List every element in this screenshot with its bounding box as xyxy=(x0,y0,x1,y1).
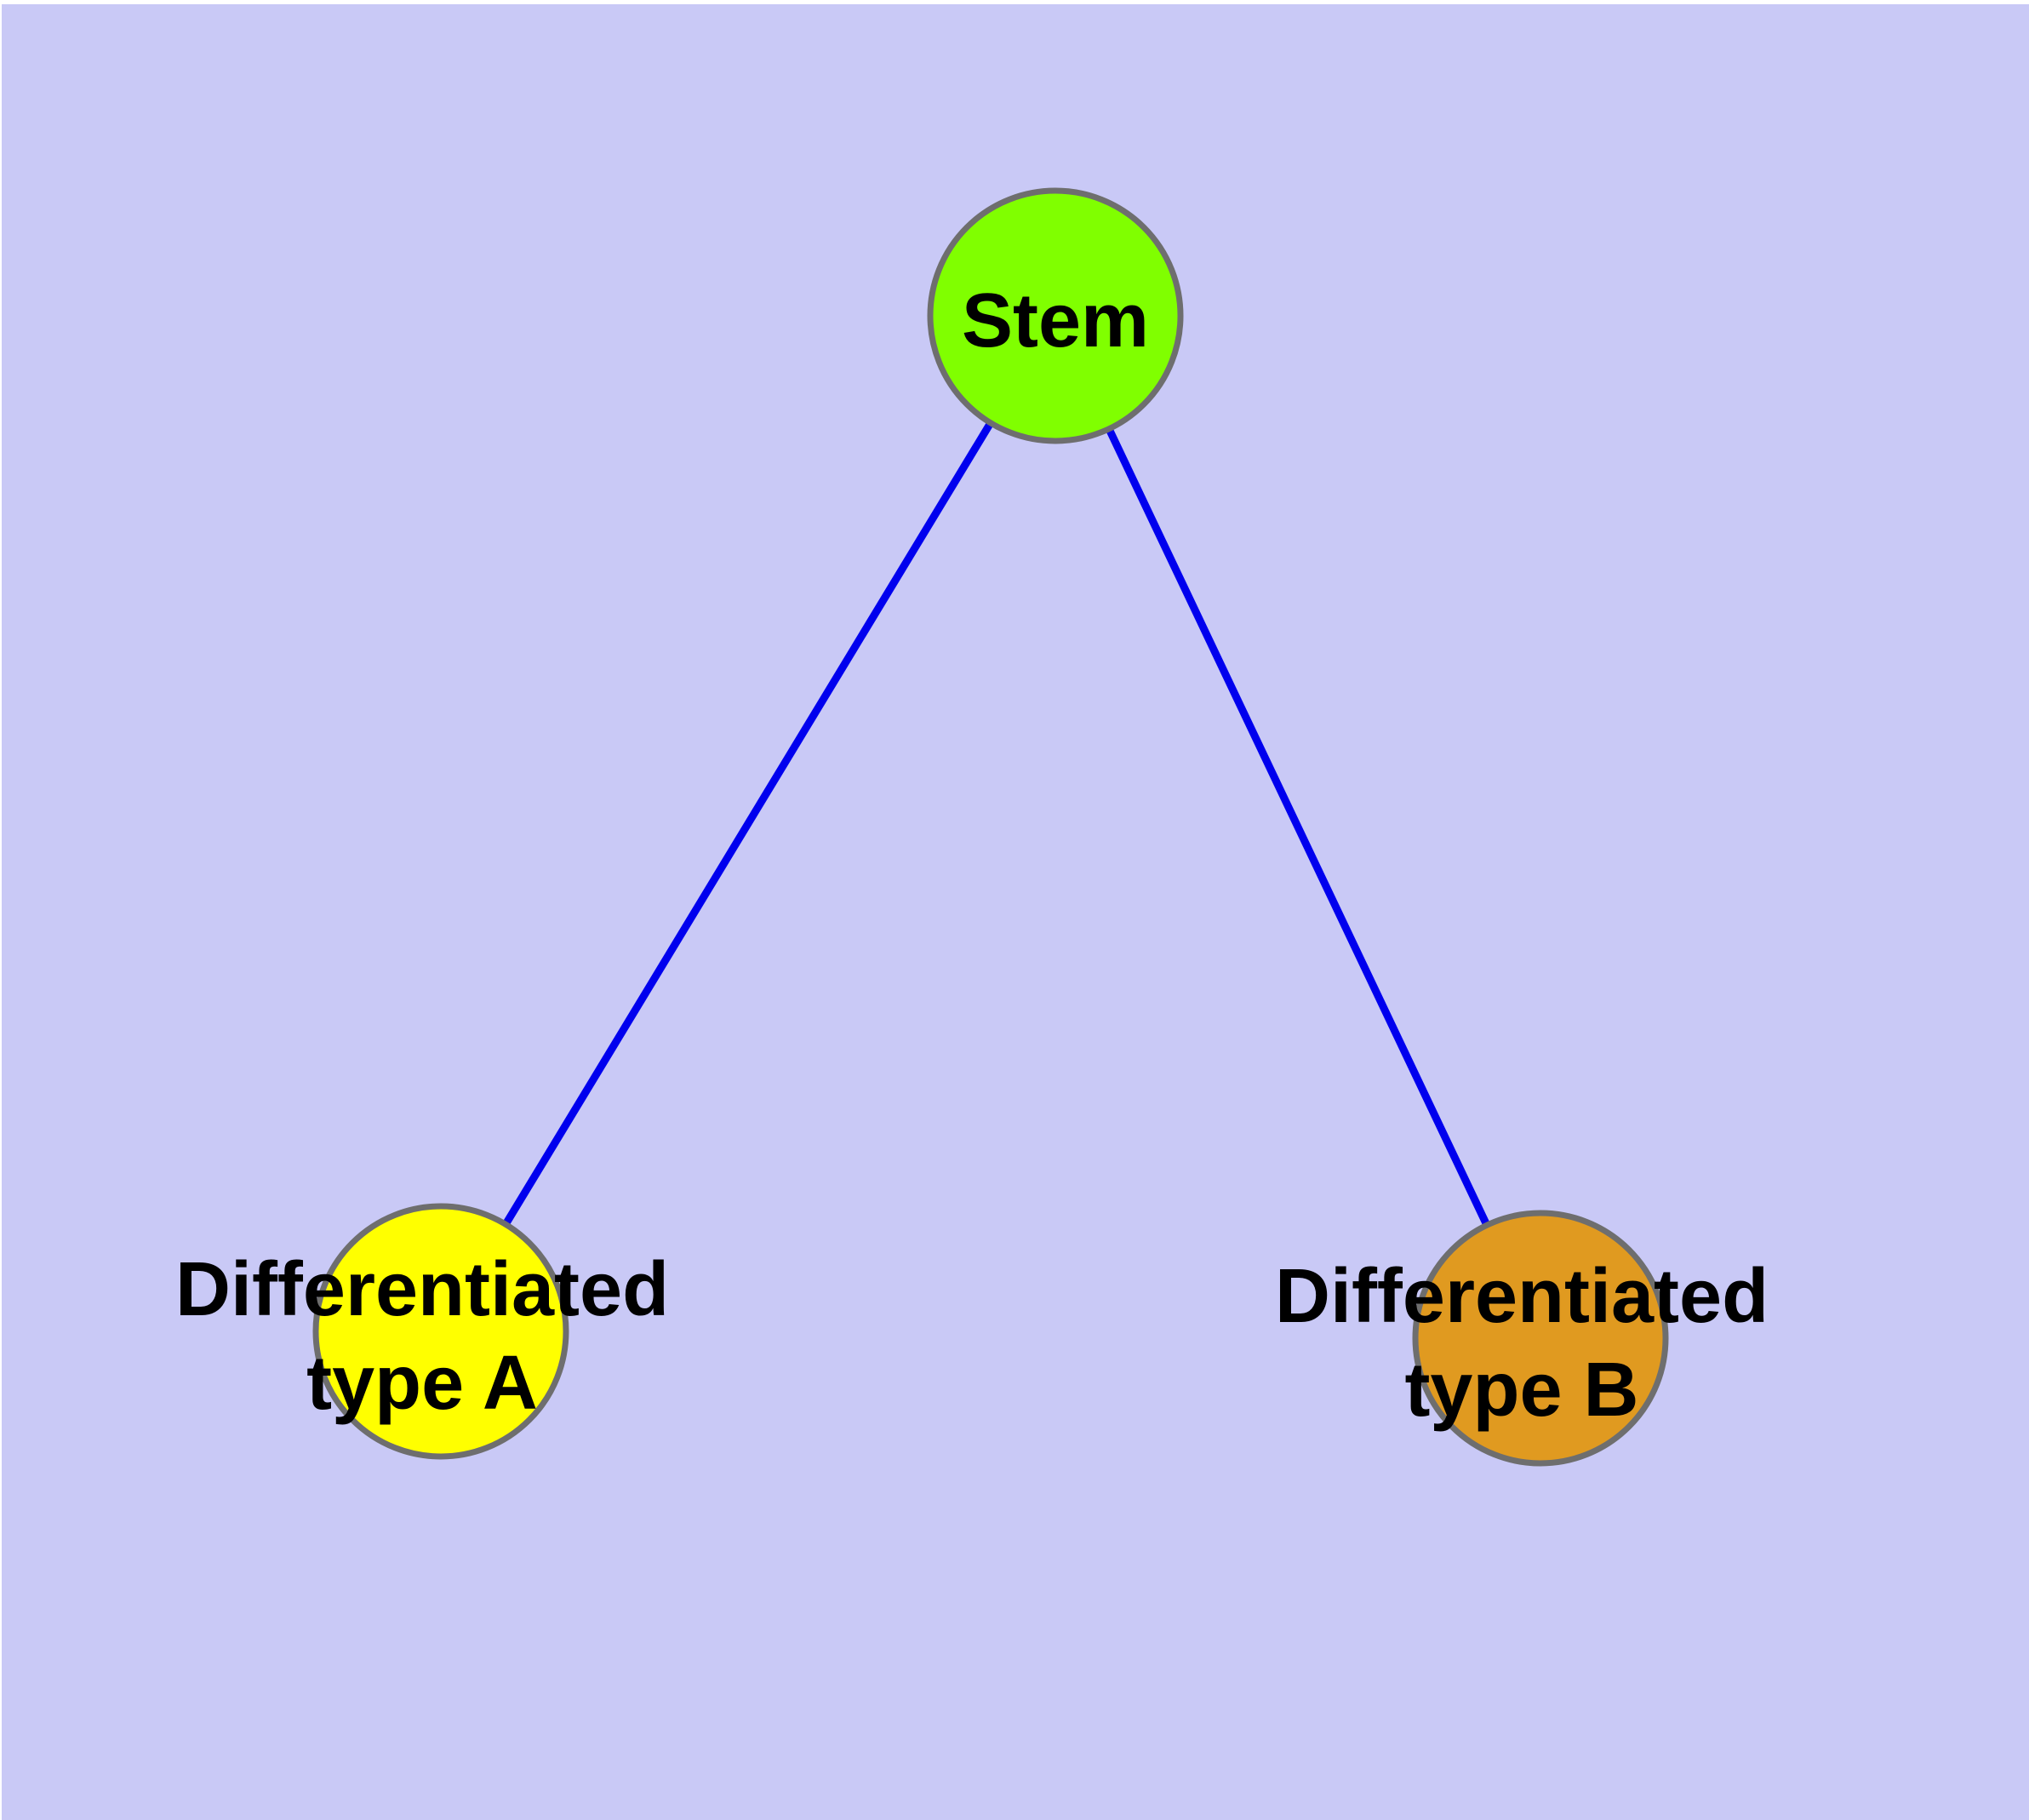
node-differentiated-type-a xyxy=(312,1203,569,1460)
node-differentiated-type-b xyxy=(1412,1210,1669,1467)
edge-stem-to-type-b xyxy=(1051,314,1545,1340)
node-stem xyxy=(927,187,1184,444)
edge-stem-to-type-a xyxy=(437,313,1059,1334)
